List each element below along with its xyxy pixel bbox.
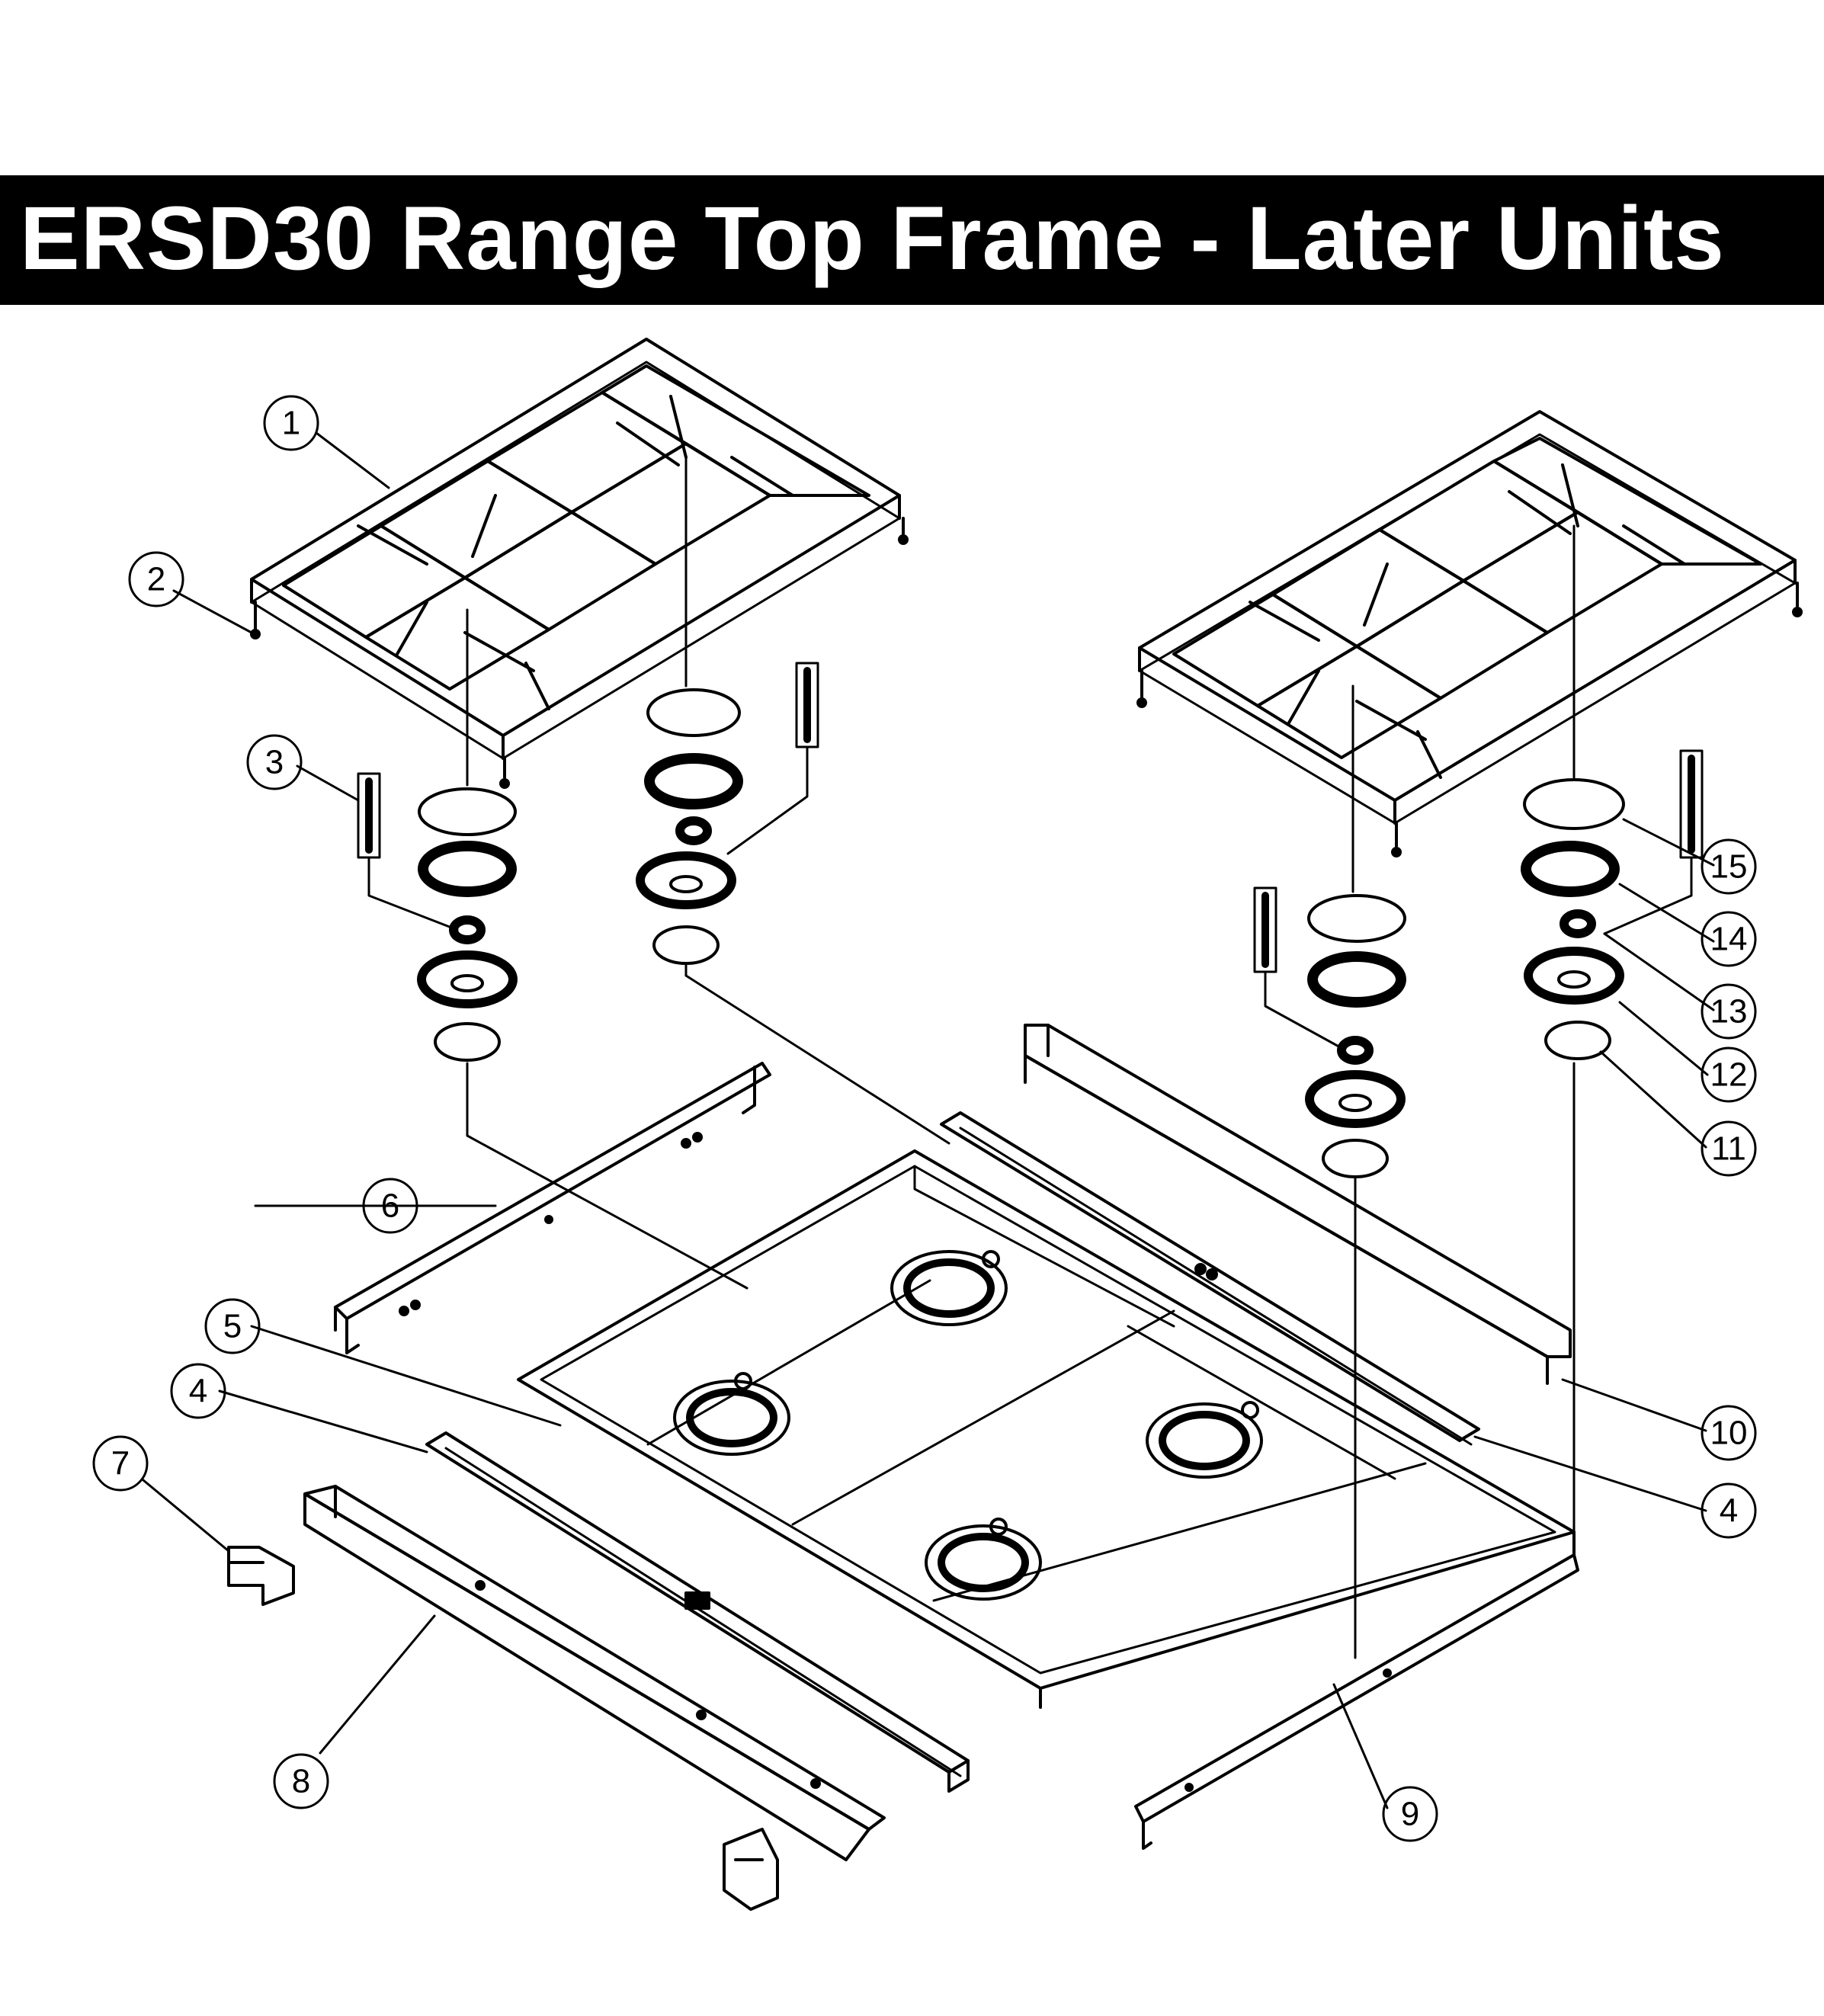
callout-7: 7: [111, 1445, 130, 1482]
callout-5: 5: [223, 1308, 242, 1345]
leader-lines: [142, 431, 1715, 1809]
callout-10: 10: [1710, 1415, 1748, 1452]
callout-12: 12: [1710, 1056, 1748, 1094]
left-burner-grate: [250, 338, 909, 789]
callout-1: 1: [282, 405, 300, 442]
range-top-frame: [517, 1149, 1576, 1709]
callout-14: 14: [1710, 921, 1748, 958]
end-cap-left: [227, 1546, 295, 1606]
side-rail-left: [334, 1062, 771, 1354]
callout-4-rear: 4: [1720, 1492, 1738, 1530]
callout-8: 8: [292, 1763, 310, 1800]
burner-stack-c: [1305, 684, 1406, 1659]
callout-11: 11: [1711, 1130, 1746, 1168]
callout-4-front: 4: [189, 1373, 207, 1410]
right-burner-grate: [1136, 410, 1803, 857]
callout-13: 13: [1710, 993, 1748, 1030]
burner-stack-d: [1521, 524, 1625, 1534]
frame-bracket-front: [425, 1431, 970, 1793]
callout-15: 15: [1710, 848, 1748, 886]
burner-stack-b: [636, 456, 950, 1145]
callout-3: 3: [265, 744, 284, 781]
callout-circles: [92, 395, 1757, 1842]
front-right-rail: [1134, 1553, 1579, 1850]
callout-2: 2: [147, 561, 165, 598]
end-cap-right: [723, 1828, 779, 1911]
title-bar: ERSD30 Range Top Frame - Later Units: [0, 175, 1824, 305]
page-title: ERSD30 Range Top Frame - Later Units: [20, 188, 1725, 289]
ignitor-electrodes: [357, 662, 1704, 1050]
callout-labels: 1 2 3 4 4 5 6 7 8 9 10 11 12 13 14 15: [111, 405, 1748, 1833]
front-trim: [303, 1485, 886, 1861]
rear-channel: [1024, 1024, 1572, 1385]
burner-stack-a: [417, 608, 749, 1290]
frame-bracket-rear: [940, 1111, 1480, 1446]
callout-6: 6: [381, 1187, 399, 1225]
callout-9: 9: [1401, 1796, 1419, 1833]
